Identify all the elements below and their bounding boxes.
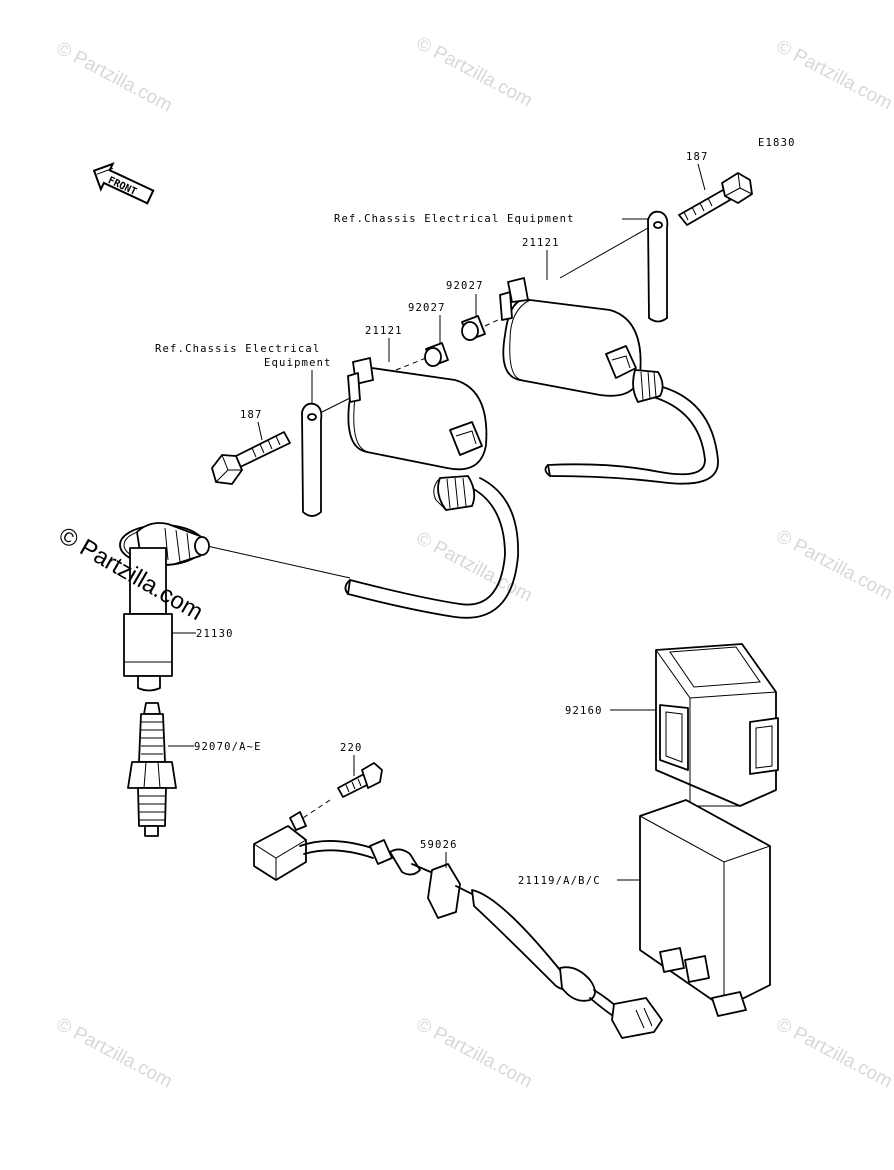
ref-label-lower-line2: Equipment: [264, 357, 332, 369]
part-label-collar-upper: 92027: [446, 280, 484, 292]
watermark: © Partzilla.com: [53, 1014, 176, 1093]
wiring-harness: [253, 811, 663, 1039]
lower-bolt: [211, 431, 291, 485]
part-label-bolt-lower: 187: [240, 409, 263, 421]
upper-ground-strap: [647, 210, 669, 323]
part-label-igniter: 21119/A/B/C: [518, 875, 601, 887]
part-label-bolt-upper: 187: [686, 151, 709, 163]
lower-ground-strap: [301, 402, 323, 517]
watermark: © Partzilla.com: [773, 1014, 894, 1093]
lower-collar: [424, 342, 449, 367]
ref-label-upper: Ref.Chassis Electrical Equipment: [334, 213, 575, 225]
upper-bolt: [678, 172, 753, 226]
front-arrow-icon: FRONT: [92, 162, 155, 205]
lower-ignition-coil: [344, 357, 519, 619]
part-label-coil-upper: 21121: [522, 237, 560, 249]
watermark: © Partzilla.com: [773, 526, 894, 605]
spark-plug-cap: [119, 522, 351, 692]
upper-ignition-coil: [499, 277, 719, 485]
watermark: © Partzilla.com: [413, 33, 536, 112]
igniter-unit: [639, 799, 771, 1017]
part-label-collar-lower: 92027: [408, 302, 446, 314]
part-label-igniter-case: 92160: [565, 705, 603, 717]
igniter-rubber-case: [655, 643, 779, 807]
part-label-harness: 59026: [420, 839, 458, 851]
diagram-code: E1830: [758, 137, 796, 149]
part-label-spark-plug: 92070/A~E: [194, 741, 262, 753]
watermark: © Partzilla.com: [413, 1014, 536, 1093]
watermark: © Partzilla.com: [53, 38, 176, 117]
upper-collar: [461, 315, 486, 341]
spark-plug: [127, 702, 177, 837]
ref-label-lower-line1: Ref.Chassis Electrical: [155, 343, 320, 355]
part-label-screw: 220: [340, 742, 363, 754]
screw: [337, 762, 383, 798]
watermark: © Partzilla.com: [773, 36, 894, 115]
part-label-plug-cap: 21130: [196, 628, 234, 640]
part-label-coil-lower: 21121: [365, 325, 403, 337]
